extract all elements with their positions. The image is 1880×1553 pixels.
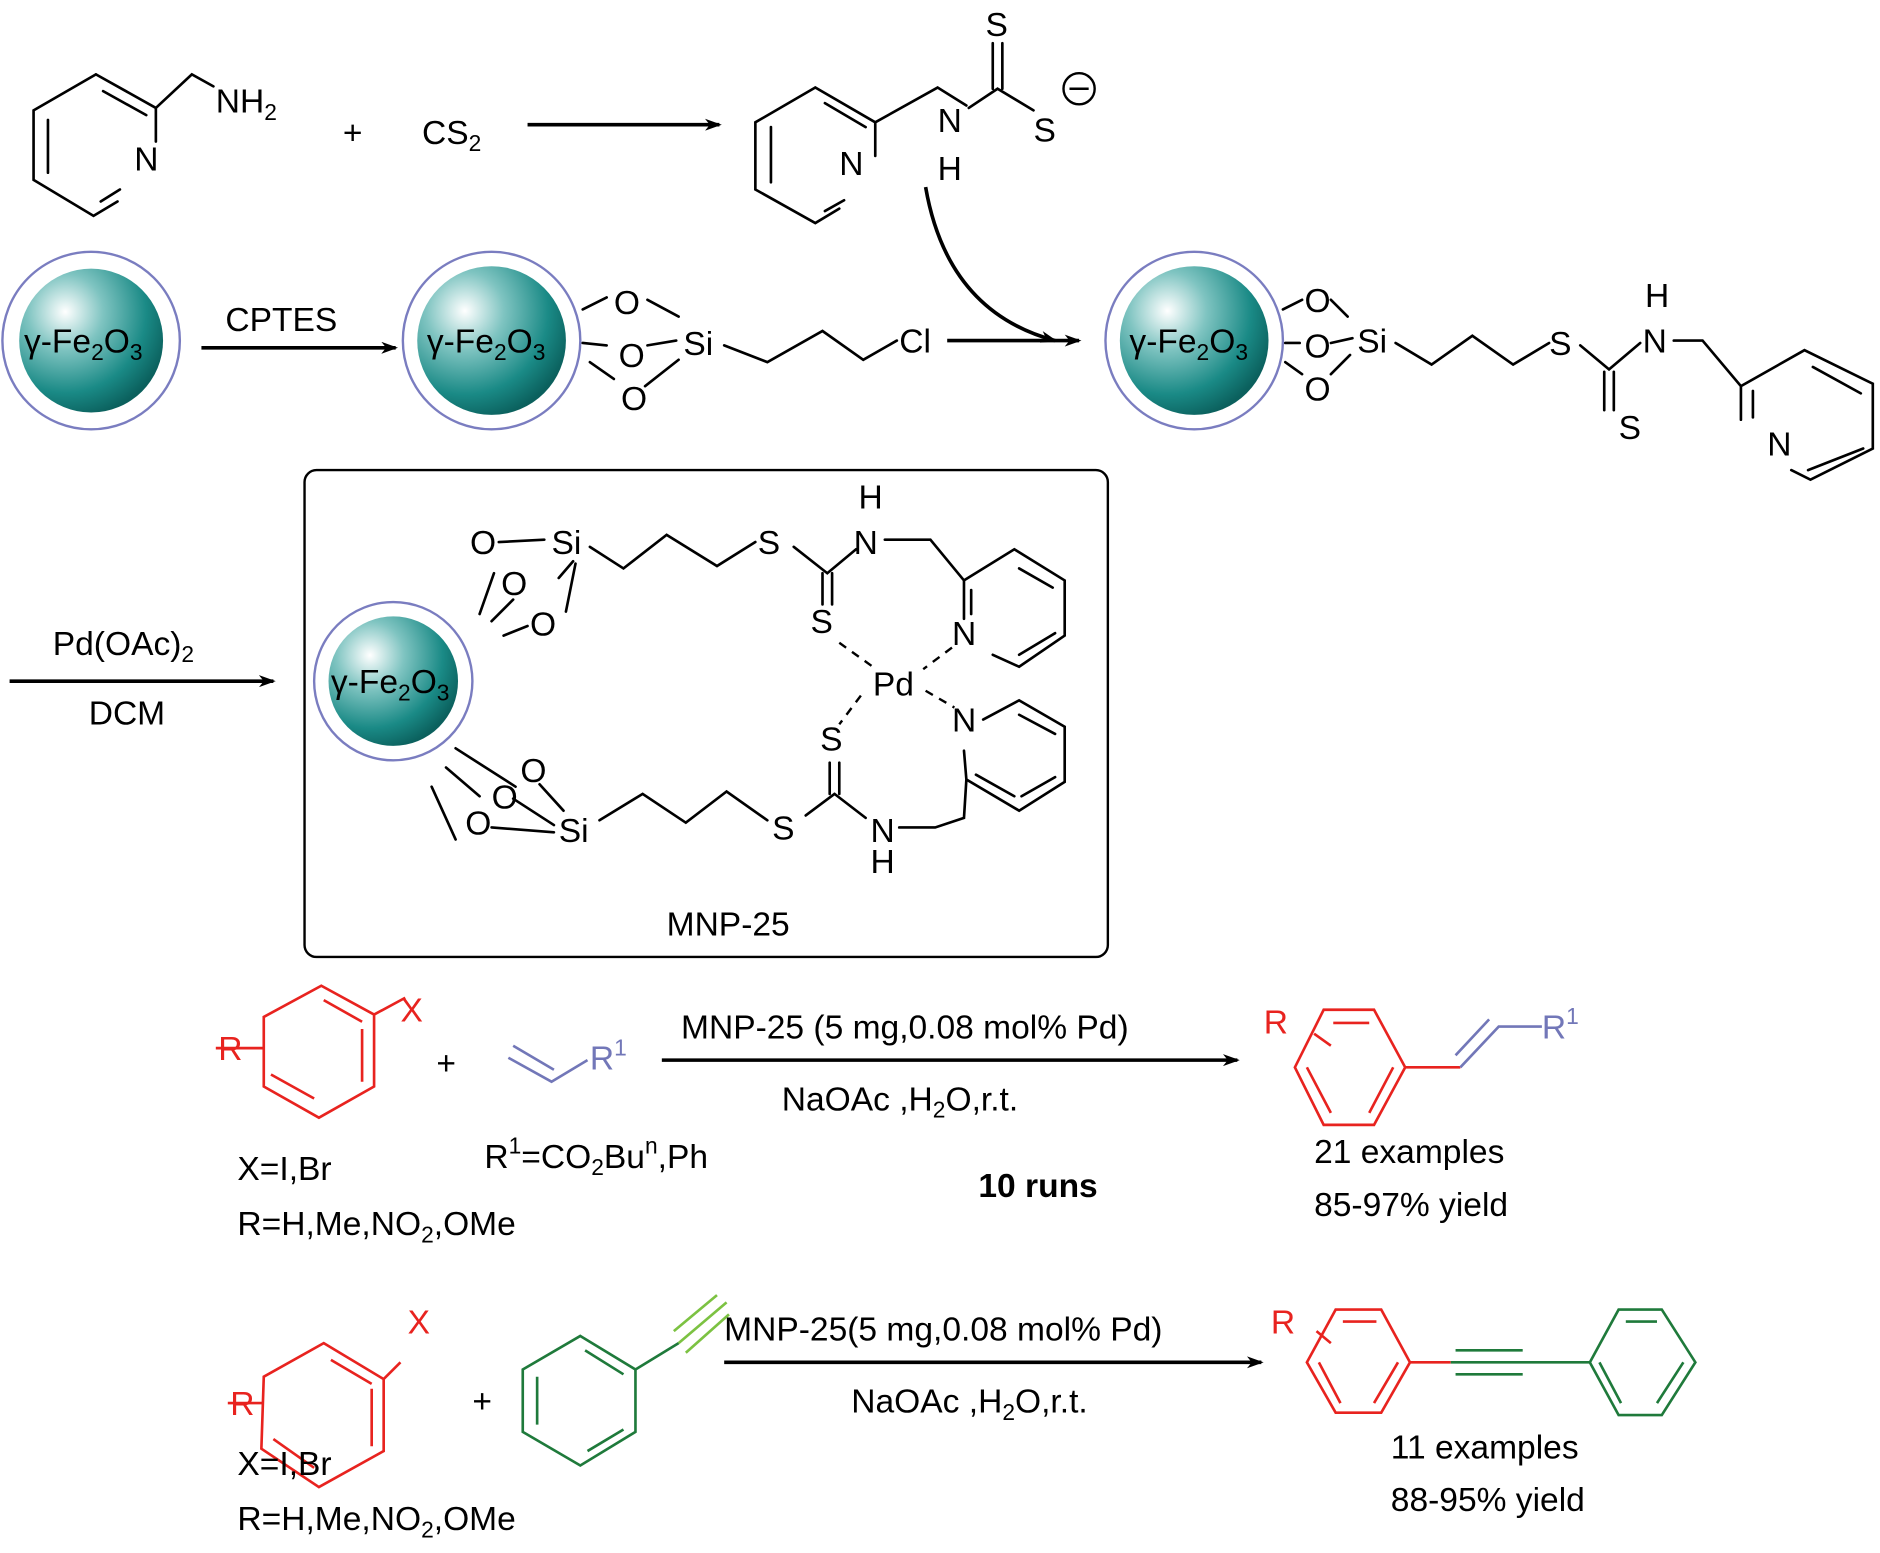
heck-alkene: R1 [507,1034,627,1084]
svg-text:R: R [1271,1305,1295,1342]
svg-text:N: N [1767,427,1791,464]
svg-text:N: N [870,813,894,850]
mnp-25-catalyst-box: γ-Fe2O3 O O O Si S S N H N Pd N S S N H … [303,468,1110,959]
core-label: γ-Fe2O3 [24,324,143,365]
bare-nanoparticle: γ-Fe2O3 [1,250,182,431]
pd-reagent-label: Pd(OAc)2 [53,626,194,667]
svg-text:S: S [758,525,780,562]
phenylacetylene [521,1294,730,1467]
svg-text:S: S [1034,113,1056,150]
heck-plus: + [436,1046,456,1083]
svg-text:Si: Si [552,525,582,562]
dcm-label: DCM [89,695,165,732]
svg-text:O: O [1304,372,1330,409]
svg-text:O: O [1304,328,1330,365]
sonogashira-plus: + [472,1384,492,1421]
svg-text:X: X [408,1305,430,1342]
cs2-label: CS2 [422,115,481,156]
svg-text:O: O [530,607,556,644]
svg-text:Si: Si [683,326,713,363]
svg-text:O: O [501,566,527,603]
pd-center: Pd [873,667,914,704]
heck-examples: 21 examples [1314,1134,1504,1171]
picolylamine: N NH2 [32,72,277,218]
svg-text:Si: Si [1357,324,1387,361]
amine-label: NH [216,84,264,121]
svg-text:H: H [938,151,962,188]
svg-text:γ-Fe2O3: γ-Fe2O3 [331,664,450,705]
svg-text:S: S [811,604,833,641]
svg-text:R1: R1 [590,1034,627,1077]
plus-sign: + [343,115,363,152]
svg-text:γ-Fe2O3: γ-Fe2O3 [427,324,546,365]
svg-text:N: N [952,616,976,653]
sonogashira-aryl-halide: X R [227,1305,430,1489]
dithiocarbamate-product: N N H S S [754,7,1096,225]
svg-text:Si: Si [559,813,589,850]
sonogashira-r-definition: R=H,Me,NO2,OMe [237,1501,515,1542]
svg-text:R: R [1264,1005,1288,1042]
svg-text:X: X [400,993,422,1030]
svg-text:O: O [621,381,647,418]
svg-text:H: H [858,479,882,516]
svg-text:Cl: Cl [899,324,931,361]
heck-conditions-top: MNP-25 (5 mg,0.08 mol% Pd) [681,1010,1129,1047]
recycle-runs: 10 runs [978,1168,1097,1205]
ligand-nanoparticle: γ-Fe2O3 O O O Si S S N H N [1104,250,1875,482]
cptes-label: CPTES [225,302,337,339]
curved-arrow [923,186,1058,343]
svg-text:S: S [986,7,1008,44]
svg-text:NH2: NH2 [216,84,277,125]
sonogashira-conditions-top: MNP-25(5 mg,0.08 mol% Pd) [724,1312,1162,1349]
heck-r1-definition: R1=CO2Bun,Ph [484,1133,708,1181]
sonogashira-x-definition: X=I,Br [237,1446,331,1483]
svg-text:N: N [854,525,878,562]
svg-text:O: O [614,285,640,322]
svg-text:N: N [952,703,976,740]
svg-text:H: H [1645,278,1669,315]
heck-yield: 85-97% yield [1314,1187,1508,1224]
ring-nitrogen: N [134,141,158,178]
heck-aryl-halide: X R [215,984,423,1120]
heck-r-definition: R=H,Me,NO2,OMe [237,1206,515,1247]
svg-text:N: N [839,146,863,183]
svg-text:N: N [1643,324,1667,361]
sonogashira-yield: 88-95% yield [1391,1482,1585,1519]
svg-text:O: O [1304,283,1330,320]
svg-text:O: O [465,806,491,843]
sonogashira-conditions-bottom: NaOAc ,H2O,r.t. [851,1384,1087,1425]
heck-x-definition: X=I,Br [237,1151,331,1188]
svg-text:O: O [470,525,496,562]
svg-text:S: S [820,722,842,759]
sonogashira-product: R [1271,1305,1697,1417]
svg-text:S: S [1549,326,1571,363]
svg-text:S: S [1619,410,1641,447]
svg-text:O: O [520,753,546,790]
chloropropyl-nanoparticle: γ-Fe2O3 O O O Si Cl [401,250,931,431]
svg-text:R: R [230,1386,254,1423]
svg-text:S: S [772,810,794,847]
svg-text:O: O [619,338,645,375]
svg-text:R: R [218,1031,242,1068]
sonogashira-examples: 11 examples [1391,1429,1579,1466]
catalyst-name: MNP-25 [667,906,790,943]
svg-text:N: N [938,103,962,140]
svg-text:H: H [870,844,894,881]
svg-text:γ-Fe2O3: γ-Fe2O3 [1129,324,1248,365]
svg-text:R1: R1 [1542,1003,1579,1046]
heck-conditions-bottom: NaOAc ,H2O,r.t. [782,1081,1018,1122]
heck-product: R R1 [1264,1003,1579,1127]
